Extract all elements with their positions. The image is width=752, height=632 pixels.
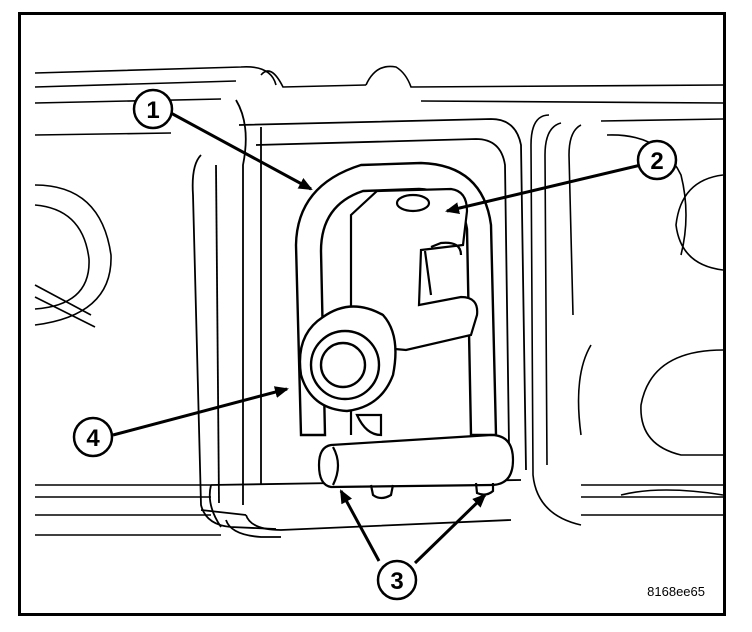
pivot-knob bbox=[298, 305, 397, 413]
figure-id: 8168ee65 bbox=[647, 584, 705, 599]
left-boss bbox=[34, 184, 112, 328]
diagram-frame: 1 2 3 4 8168ee65 bbox=[18, 12, 726, 616]
callout-label-3: 3 bbox=[390, 568, 403, 595]
leader-arrow-2 bbox=[445, 163, 642, 215]
callout-2: 2 bbox=[636, 139, 678, 181]
right-structure bbox=[530, 114, 723, 526]
callout-3: 3 bbox=[376, 559, 418, 601]
callout-label-2: 2 bbox=[650, 148, 663, 175]
leader-arrow-3b bbox=[413, 493, 487, 565]
callout-label-1: 1 bbox=[146, 97, 159, 124]
cross-pin bbox=[317, 433, 515, 500]
callout-1: 1 bbox=[132, 88, 174, 130]
leader-arrows bbox=[112, 110, 642, 565]
callout-4: 4 bbox=[72, 416, 114, 458]
leader-arrow-1 bbox=[168, 110, 313, 191]
leader-arrow-4 bbox=[112, 386, 289, 437]
leader-arrow-3a bbox=[339, 489, 381, 562]
bracket bbox=[294, 161, 498, 437]
callout-label-4: 4 bbox=[86, 425, 100, 452]
technical-illustration: 1 2 3 4 bbox=[34, 65, 723, 601]
body-panel bbox=[34, 65, 723, 536]
hinge-body bbox=[349, 187, 479, 437]
